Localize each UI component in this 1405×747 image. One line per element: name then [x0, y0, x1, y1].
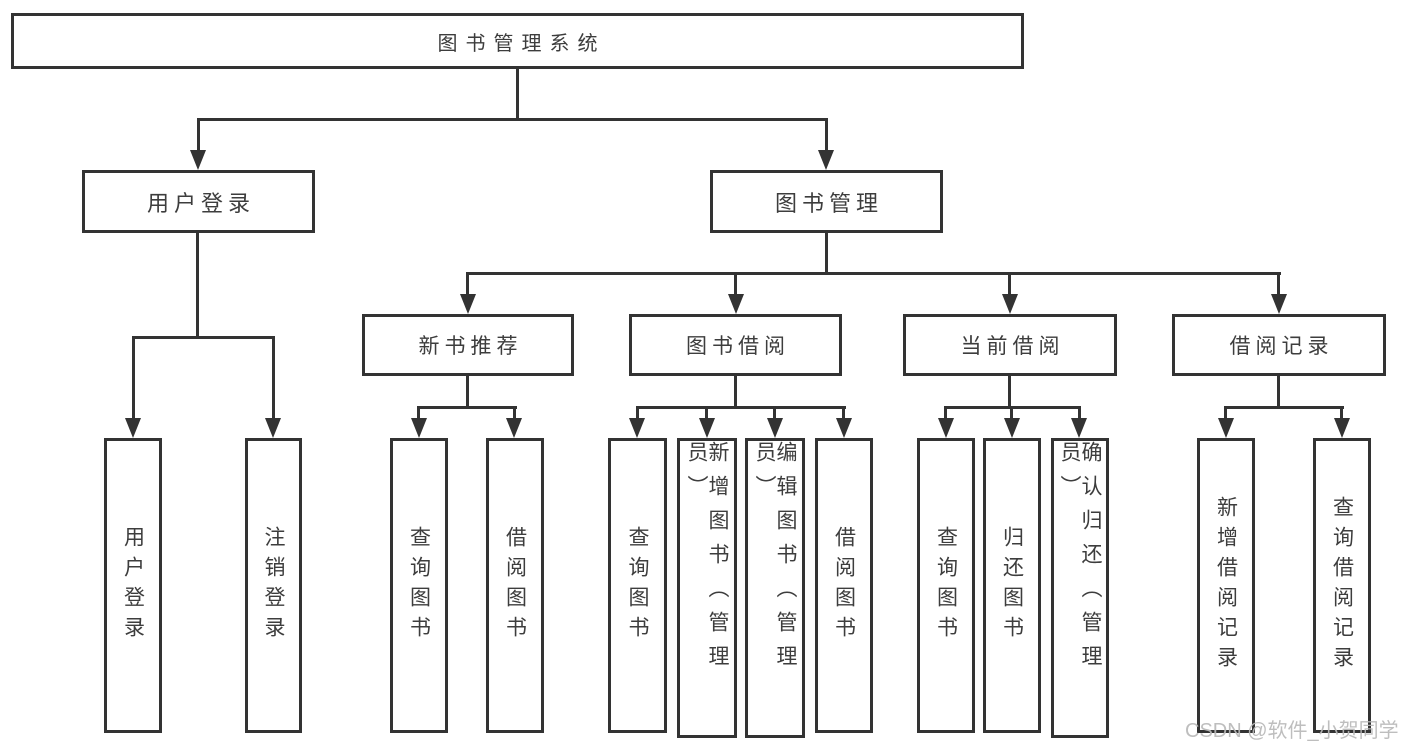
connector-vline — [1008, 376, 1011, 406]
connector-vline — [944, 406, 947, 420]
leaf-logout: 注销登录 — [245, 438, 302, 733]
leaf-borrow-books-recommend: 借阅图书 — [486, 438, 544, 733]
node-label: 新增图书（管理员） — [685, 441, 729, 679]
connector-hline — [466, 272, 1281, 275]
connector-vline — [513, 406, 516, 420]
leaf-add-borrow-record: 新增借阅记录 — [1197, 438, 1255, 733]
leaf-query-books-borrow: 查询图书 — [608, 438, 667, 733]
arrow-down-icon — [265, 418, 281, 438]
connector-vline — [1340, 406, 1343, 420]
node-borrow-records: 借阅记录 — [1172, 314, 1386, 376]
leaf-query-books-current: 查询图书 — [917, 438, 975, 733]
node-label: 用户登录 — [146, 190, 255, 216]
arrow-down-icon — [1004, 418, 1020, 438]
arrow-down-icon — [506, 418, 522, 438]
node-label: 图书管理 — [774, 190, 883, 216]
connector-vline — [132, 336, 135, 421]
connector-vline — [734, 272, 737, 298]
connector-hline — [417, 406, 517, 409]
leaf-query-borrow-record: 查询借阅记录 — [1313, 438, 1371, 733]
connector-vline — [272, 336, 275, 421]
node-label: 图书借阅 — [686, 335, 790, 358]
connector-vline — [636, 406, 639, 420]
node-current-borrow: 当前借阅 — [903, 314, 1117, 376]
node-user-login: 用户登录 — [82, 170, 315, 233]
connector-vline — [1277, 376, 1280, 406]
arrow-down-icon — [125, 418, 141, 438]
connector-vline — [825, 118, 828, 154]
connector-hline — [132, 336, 275, 339]
root-node: 图书管理系统 — [11, 13, 1024, 69]
node-label: 新增借阅记录 — [1214, 495, 1238, 676]
leaf-add-book-admin: 新增图书（管理员） — [677, 438, 737, 738]
leaf-user-login: 用户登录 — [104, 438, 162, 733]
connector-vline — [1277, 272, 1280, 298]
node-label: 当前借阅 — [960, 335, 1065, 358]
connector-vline — [773, 406, 776, 420]
arrow-down-icon — [629, 418, 645, 438]
connector-vline — [1078, 406, 1081, 420]
arrow-down-icon — [411, 418, 427, 438]
node-label: 借阅记录 — [1229, 335, 1334, 358]
arrow-down-icon — [836, 418, 852, 438]
node-book-management: 图书管理 — [710, 170, 943, 233]
leaf-edit-book-admin: 编辑图书（管理员） — [745, 438, 805, 738]
connector-vline — [1008, 272, 1011, 298]
connector-vline — [825, 233, 828, 272]
node-label: 查询图书 — [626, 525, 649, 646]
arrow-down-icon — [699, 418, 715, 438]
node-label: 查询图书 — [934, 525, 958, 646]
connector-vline — [466, 272, 469, 298]
node-label: 注销登录 — [262, 525, 285, 646]
leaf-return-book: 归还图书 — [983, 438, 1041, 733]
arrow-down-icon — [1271, 294, 1287, 314]
node-label: 借阅图书 — [503, 525, 527, 646]
watermark: CSDN @软件_小贺同学 — [1185, 720, 1399, 742]
connector-vline — [734, 376, 737, 406]
leaf-borrow-books: 借阅图书 — [815, 438, 873, 733]
connector-vline — [197, 118, 200, 154]
node-label: 新书推荐 — [418, 335, 523, 358]
leaf-query-books-recommend: 查询图书 — [390, 438, 448, 733]
node-new-book-recommend: 新书推荐 — [362, 314, 574, 376]
arrow-down-icon — [1071, 418, 1087, 438]
connector-hline — [1224, 406, 1344, 409]
connector-vline — [417, 406, 420, 420]
connector-vline — [516, 68, 519, 120]
root-node-label: 图书管理系统 — [437, 32, 606, 55]
connector-hline — [636, 406, 846, 409]
arrow-down-icon — [460, 294, 476, 314]
connector-vline — [466, 376, 469, 406]
node-label: 借阅图书 — [832, 525, 856, 646]
arrow-down-icon — [728, 294, 744, 314]
arrow-down-icon — [938, 418, 954, 438]
node-book-borrow: 图书借阅 — [629, 314, 842, 376]
node-label: 用户登录 — [121, 525, 145, 646]
arrow-down-icon — [767, 418, 783, 438]
connector-hline — [197, 118, 828, 121]
arrow-down-icon — [1334, 418, 1350, 438]
connector-vline — [842, 406, 845, 420]
node-label: 查询图书 — [407, 525, 431, 646]
arrow-down-icon — [1002, 294, 1018, 314]
connector-vline — [1224, 406, 1227, 420]
node-label: 编辑图书（管理员） — [753, 441, 797, 679]
arrow-down-icon — [190, 150, 206, 170]
node-label: 确认归还（管理员） — [1058, 441, 1102, 679]
connector-vline — [1010, 406, 1013, 420]
arrow-down-icon — [1218, 418, 1234, 438]
node-label: 查询借阅记录 — [1330, 495, 1354, 676]
node-label: 归还图书 — [1000, 525, 1024, 646]
arrow-down-icon — [818, 150, 834, 170]
connector-vline — [705, 406, 708, 420]
connector-vline — [196, 233, 199, 336]
leaf-confirm-return-admin: 确认归还（管理员） — [1051, 438, 1109, 738]
